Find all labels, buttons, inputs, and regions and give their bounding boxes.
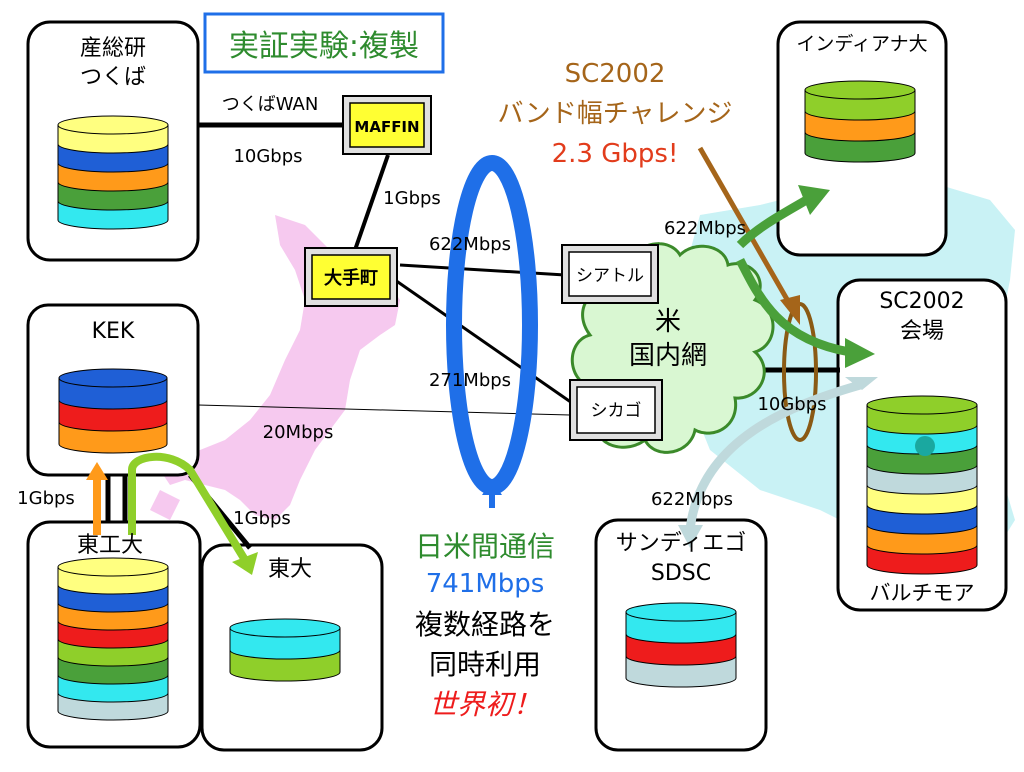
challenge-line2: バンド幅チャレンジ: [497, 99, 732, 129]
kek-chicago-bw: 20Mbps: [263, 422, 334, 443]
router-seattle-label: シアトル: [576, 266, 644, 286]
titech-label: 東工大: [77, 533, 143, 558]
link-otemachi-seattle: [399, 263, 566, 277]
japan-us-ring: [446, 155, 538, 495]
disk-stack-aist: [57, 115, 169, 230]
japan-map-island: [150, 490, 180, 520]
router-otemachi: 大手町: [304, 247, 398, 307]
orange-arrow-head: [86, 462, 108, 480]
router-chicago: シカゴ: [569, 379, 663, 441]
lightblue-arrow-sc-in: [845, 377, 878, 390]
disk-top: [58, 368, 168, 388]
japan-us-line2: 741Mbps: [426, 569, 545, 599]
otemachi-seattle-bw: 622Mbps: [429, 234, 511, 255]
link-kek-chicago: [197, 404, 571, 416]
us-indiana-bw: 622Mbps: [664, 218, 746, 239]
sc2002-label-line2: 会場: [900, 319, 944, 344]
disk-stack-sdsc: [625, 602, 737, 688]
disk-stacks: [57, 80, 978, 721]
tsukuba-wan-bw-label: 10Gbps: [233, 146, 302, 167]
title-box: [203, 12, 445, 74]
us-network-label-line1: 米: [655, 307, 681, 337]
disk-top: [804, 80, 916, 100]
router-chicago-label: シカゴ: [591, 400, 642, 421]
baltimore-label: バルチモア: [870, 581, 975, 605]
green-arrow-sc2002: [735, 257, 851, 357]
router-seattle: シアトル: [561, 244, 659, 304]
green-arrow-sc2002-head: [845, 338, 875, 368]
sc2002-label-line1: SC2002: [879, 289, 964, 314]
disk-stack-titech: [57, 557, 169, 721]
disk-stack-indiana: [804, 80, 916, 163]
us-sdsc-bw: 622Mbps: [651, 489, 733, 510]
lightgreen-arrow-titech-utokyo: [128, 452, 249, 563]
challenge-arrow-head: [780, 295, 800, 325]
challenge-line1: SC2002: [565, 59, 666, 89]
us-sc2002-bw: 10Gbps: [757, 394, 826, 415]
sdsc-label-line1: サンディエゴ: [616, 531, 746, 556]
japan-us-line1: 日米間通信: [415, 530, 555, 563]
router-maffin-label: MAFFIN: [354, 118, 419, 136]
disk-top: [866, 395, 978, 415]
lightgreen-arrow-head: [232, 552, 258, 575]
kek-titech-bw: 1Gbps: [17, 488, 75, 509]
router-maffin: MAFFIN: [342, 95, 432, 155]
challenge-line3: 2.3 Gbps!: [552, 139, 679, 169]
disk-top: [625, 602, 737, 622]
arrow-up-blue-head: [482, 480, 502, 495]
disk-stack-utokyo: [229, 618, 341, 682]
disk-stack-sc2002: [866, 395, 978, 575]
aist-label-line1: 産総研: [80, 36, 146, 61]
otemachi-chicago-bw: 271Mbps: [429, 370, 511, 391]
utokyo-label: 東大: [268, 557, 312, 582]
kek-label: KEK: [92, 319, 135, 344]
disk-top: [57, 115, 169, 135]
lightblue-arrow-head: [678, 525, 703, 548]
page-title: 実証実験:複製: [229, 29, 419, 64]
sc2002-marker-dot: [915, 436, 935, 456]
aist-label-line2: つくば: [80, 65, 146, 90]
japan-us-line5: 世界初！: [429, 688, 541, 721]
maffin-otemachi-bw: 1Gbps: [383, 188, 441, 209]
disk-top: [229, 618, 341, 638]
challenge-arrow: [697, 146, 795, 310]
japan-us-line4: 同時利用: [429, 648, 541, 681]
router-otemachi-label: 大手町: [324, 267, 378, 289]
indiana-label: インディアナ大: [796, 33, 927, 55]
titech-utokyo-bw: 1Gbps: [233, 508, 291, 529]
link-maffin-otemachi: [353, 154, 390, 251]
link-otemachi-chicago: [394, 278, 576, 407]
us-network-label-line2: 国内網: [629, 341, 707, 371]
disk-stack-kek: [58, 368, 168, 454]
green-arrow-indiana-head: [798, 185, 830, 215]
lightblue-arrow: [685, 380, 862, 531]
tsukuba-wan-label: つくばWAN: [222, 94, 319, 115]
sdsc-label-line2: SDSC: [651, 561, 711, 586]
japan-us-line3: 複数経路を: [415, 608, 555, 641]
disk-top: [57, 557, 169, 577]
